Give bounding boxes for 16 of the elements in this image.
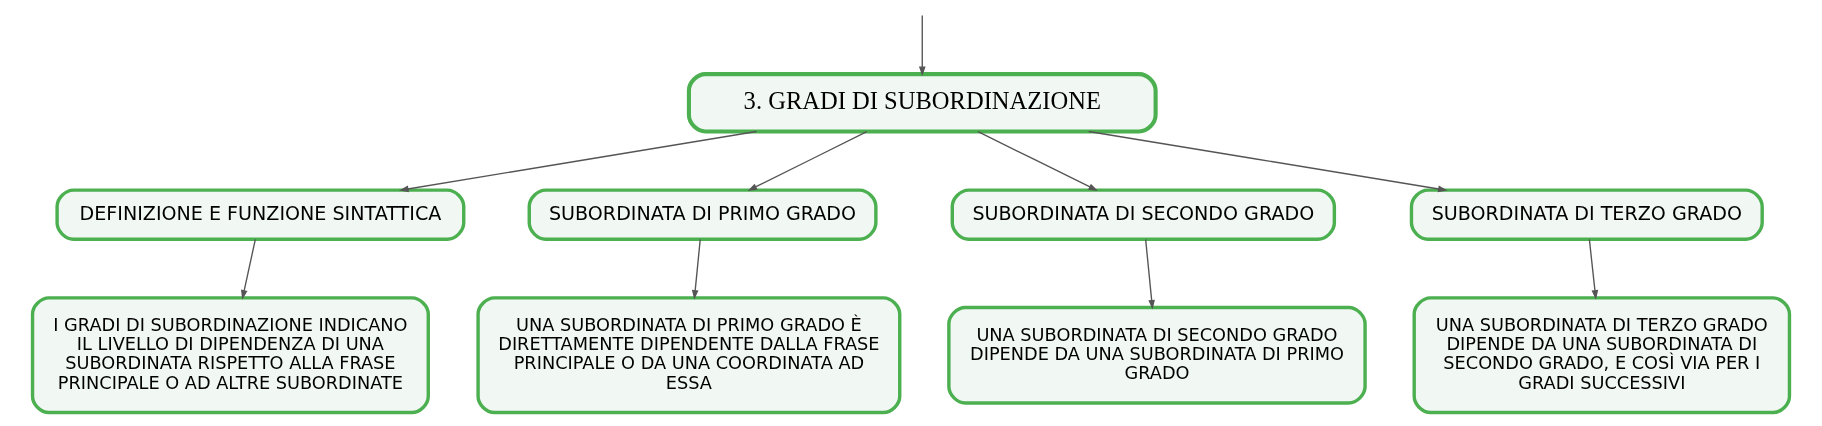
arrow <box>240 238 256 300</box>
arrow <box>399 130 758 192</box>
node-box: UNA SUBORDINATA DI TERZO GRADO DIPENDE DA UNA SUBORDINATA DI SECONDO GRADO, E COSÌ VIA PER I GRADI SUCCESSIVI <box>1412 295 1792 414</box>
node-box: UNA SUBORDINATA DI PRIMO GRADO È DIRETTAMENTE DIPENDENTE DALLA FRASE PRINCIPALE O DA UNA COORDINATA AD ESSA <box>476 295 902 414</box>
node-box: SUBORDINATA DI SECONDO GRADO <box>950 187 1337 241</box>
node-box: UNA SUBORDINATA DI SECONDO GRADO DIPENDE DA UNA SUBORDINATA DI PRIMO GRADO <box>947 305 1367 405</box>
node-box: I GRADI DI SUBORDINAZIONE INDICANO IL LIVELLO DI DIPENDENZA DI UNA SUBORDINATA RISPETTO ALLA FRASE PRINCIPALE O AD ALTRE SUBORDINATE <box>30 295 430 414</box>
node-box: 3. GRADI DI SUBORDINAZIONE <box>686 71 1158 133</box>
node-box: SUBORDINATA DI PRIMO GRADO <box>527 187 878 241</box>
arrow <box>1144 238 1155 309</box>
arrow <box>977 130 1098 191</box>
arrow <box>1588 238 1599 300</box>
arrow <box>747 130 868 191</box>
arrow <box>691 238 701 300</box>
arrow <box>1088 130 1448 192</box>
arrow <box>918 14 926 76</box>
